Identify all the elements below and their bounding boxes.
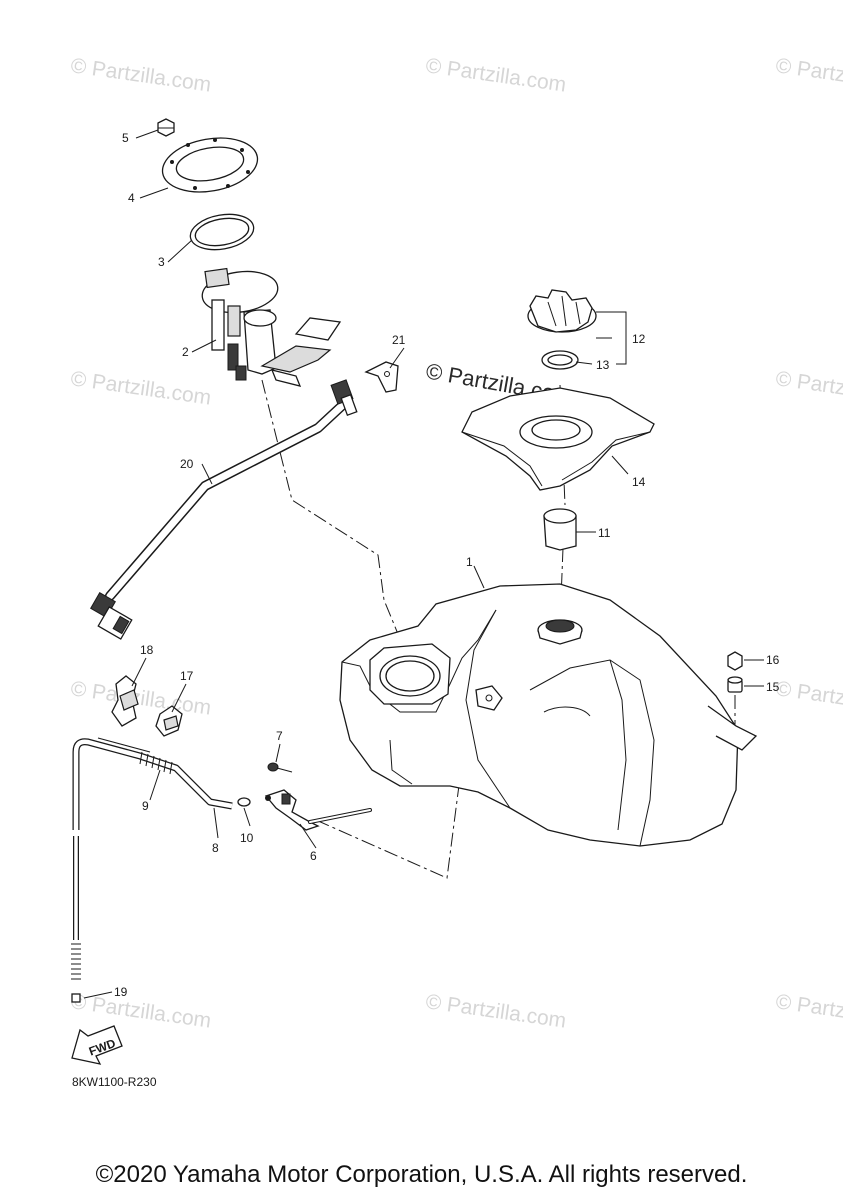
watermark: © Partzilla.com (424, 990, 567, 1032)
callout-13: 13 (596, 358, 610, 372)
part-16-nut[interactable] (727, 651, 743, 671)
callout-3: 3 (158, 255, 165, 269)
watermark: © Partzilla.com (774, 367, 843, 409)
callout-14: 14 (632, 475, 646, 489)
callout-20: 20 (180, 457, 194, 471)
callout-12: 12 (632, 332, 646, 346)
part-4-plate[interactable] (158, 131, 262, 199)
diagram-code: 8KW1100-R230 (72, 1075, 157, 1089)
watermark: © Partzilla.com (69, 54, 212, 96)
spring-guard (139, 751, 173, 775)
part-7-bolt[interactable] (267, 762, 293, 773)
callout-8: 8 (212, 841, 219, 855)
callout-7: 7 (276, 729, 283, 743)
watermark: © Partzilla.com (774, 990, 843, 1032)
callout-15: 15 (766, 680, 780, 694)
part-5-nut[interactable] (157, 118, 175, 137)
callout-9: 9 (142, 799, 149, 813)
part-20-fuel-hose[interactable] (90, 379, 358, 640)
watermark-layer: © Partzilla.com © Partzilla.com © Partzi… (69, 54, 843, 1032)
callout-labels: 1 2 3 4 5 6 7 8 9 10 11 12 13 14 15 16 1… (114, 131, 780, 999)
hose-connector-bottom (90, 592, 133, 640)
leader-lines (83, 129, 764, 999)
part-17-clamp[interactable] (155, 705, 183, 737)
part-15-collar[interactable] (727, 676, 743, 693)
callout-19: 19 (114, 985, 128, 999)
callout-11: 11 (598, 526, 611, 540)
watermark: © Partzilla.com (774, 54, 843, 96)
watermark: © Partzilla.com (774, 677, 843, 719)
callout-4: 4 (128, 191, 135, 205)
callout-21: 21 (392, 333, 406, 347)
callout-10: 10 (240, 831, 254, 845)
part-3-o-ring[interactable] (188, 210, 257, 255)
fwd-arrow-icon: FWD (71, 1025, 123, 1065)
part-10-clip[interactable] (237, 797, 251, 807)
part-18-clamp[interactable] (111, 675, 139, 727)
callout-16: 16 (766, 653, 780, 667)
part-1-fuel-tank[interactable] (339, 583, 758, 847)
hose-connector-top (330, 379, 358, 417)
callout-2: 2 (182, 345, 189, 359)
part-11-filler-neck[interactable] (543, 508, 577, 551)
part-12-fuel-cap[interactable] (527, 289, 597, 333)
callout-18: 18 (140, 643, 154, 657)
callout-17: 17 (180, 669, 194, 683)
copyright-notice: ©2020 Yamaha Motor Corporation, U.S.A. A… (95, 1161, 748, 1188)
watermark: © Partzilla.com (69, 367, 212, 409)
part-13-gasket[interactable] (541, 350, 579, 370)
callout-1: 1 (466, 555, 473, 569)
callout-5: 5 (122, 131, 129, 145)
watermark: © Partzilla.com (69, 677, 212, 719)
part-14-tank-cover[interactable] (461, 387, 655, 491)
part-19-drain-hose[interactable] (71, 836, 81, 1003)
part-9-breather-hose[interactable] (72, 737, 233, 830)
part-6-fitting[interactable] (264, 789, 372, 831)
part-2-fuel-pump[interactable] (200, 267, 342, 387)
part-21-bracket[interactable] (364, 361, 399, 393)
watermark: © Partzilla.com (424, 54, 567, 96)
callout-6: 6 (310, 849, 317, 863)
hose-spring (71, 943, 81, 980)
